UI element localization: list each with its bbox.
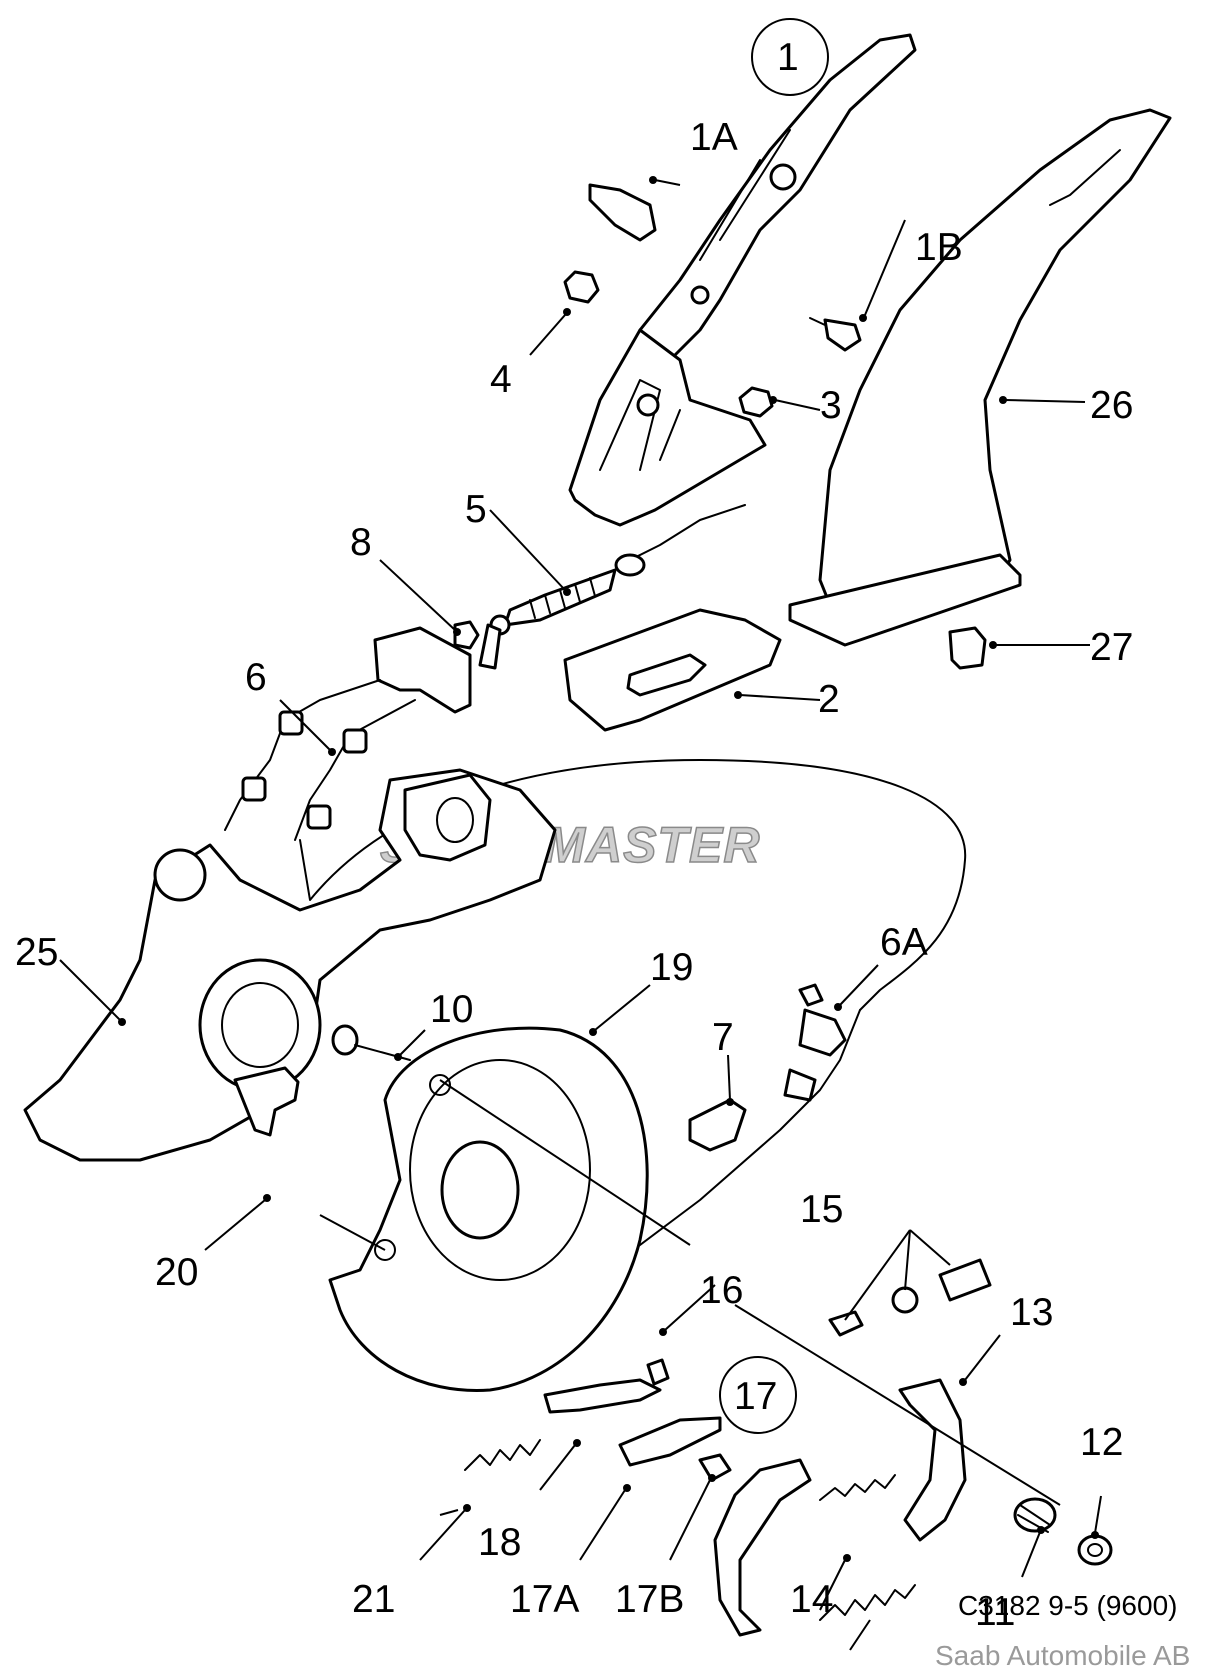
callout-17A: 17A bbox=[510, 1578, 579, 1621]
lever-bracket-part bbox=[568, 328, 767, 527]
spring-part-21 bbox=[464, 1439, 541, 1471]
callout-11: 11 bbox=[975, 1591, 1016, 1634]
lever-part-18 bbox=[543, 1378, 662, 1414]
brake-shoe-part-lower bbox=[713, 1458, 812, 1637]
callout-12: 12 bbox=[1080, 1421, 1123, 1464]
bracket-part-20 bbox=[233, 1066, 300, 1137]
callout-1A: 1A bbox=[690, 116, 738, 159]
brake-shoe-part-13 bbox=[898, 1378, 967, 1542]
callout-20: 20 bbox=[155, 1251, 198, 1294]
callout-8: 8 bbox=[350, 521, 372, 564]
bracket-part-7 bbox=[688, 1098, 747, 1152]
callout-6: 6 bbox=[245, 656, 267, 699]
nut-part-3 bbox=[738, 386, 774, 418]
spring-part-14-upper bbox=[819, 1474, 896, 1501]
leader-lines bbox=[59, 179, 1102, 1651]
callout-17: 17 bbox=[734, 1375, 777, 1418]
washer-part-12 bbox=[1077, 1534, 1113, 1566]
cable-spring-part bbox=[478, 504, 746, 670]
plate-part-17A bbox=[618, 1416, 722, 1467]
callout-25: 25 bbox=[15, 931, 58, 974]
nut-part-4 bbox=[563, 270, 600, 304]
callout-circle-1 bbox=[751, 18, 829, 96]
callout-4: 4 bbox=[490, 358, 512, 401]
handbrake-lever-part bbox=[638, 33, 917, 362]
callout-13: 13 bbox=[1010, 1291, 1053, 1334]
copyright-text: Saab Automobile AB bbox=[935, 1640, 1190, 1671]
callout-10: 10 bbox=[430, 988, 473, 1031]
callout-21: 21 bbox=[352, 1578, 395, 1621]
callout-1B: 1B bbox=[915, 226, 963, 269]
trailing-arm-part bbox=[23, 768, 557, 1162]
screw-part-16 bbox=[646, 1358, 670, 1386]
callout-6A: 6A bbox=[880, 921, 928, 964]
clip-part-1A bbox=[588, 183, 657, 242]
callout-18: 18 bbox=[478, 1521, 521, 1564]
leader-dots bbox=[118, 176, 1099, 1562]
backing-plate-part bbox=[328, 1026, 649, 1392]
callout-14-upper: 14 bbox=[790, 1578, 833, 1621]
callout-16-left: 16 bbox=[700, 1269, 743, 1312]
callout-5: 5 bbox=[465, 488, 487, 531]
spring-part-11 bbox=[1013, 1497, 1057, 1533]
adjuster-part-15 bbox=[828, 1258, 992, 1337]
diagram-code: C3182 9-5 (9600) bbox=[958, 1590, 1177, 1621]
callout-7: 7 bbox=[712, 1016, 734, 1059]
callout-2: 2 bbox=[818, 678, 840, 721]
clip-part-27 bbox=[948, 626, 987, 670]
callout-17B: 17B bbox=[615, 1578, 684, 1621]
callout-26: 26 bbox=[1090, 384, 1133, 427]
spring-part-14-lower bbox=[819, 1584, 916, 1621]
callout-15: 15 bbox=[800, 1188, 843, 1231]
clip-part-17B bbox=[698, 1453, 732, 1482]
bolt-part-10 bbox=[331, 1024, 411, 1061]
callout-circle-17 bbox=[719, 1356, 797, 1434]
bolt-part-1B bbox=[809, 317, 862, 352]
callout-3: 3 bbox=[820, 384, 842, 427]
lever-boot-part bbox=[788, 108, 1172, 647]
clip-part-8 bbox=[453, 620, 480, 650]
cover-plate-part bbox=[563, 608, 782, 732]
callout-27: 27 bbox=[1090, 626, 1133, 669]
equalizer-cables-part bbox=[224, 626, 472, 841]
callout-19: 19 bbox=[650, 946, 693, 989]
callout-1: 1 bbox=[777, 36, 799, 79]
